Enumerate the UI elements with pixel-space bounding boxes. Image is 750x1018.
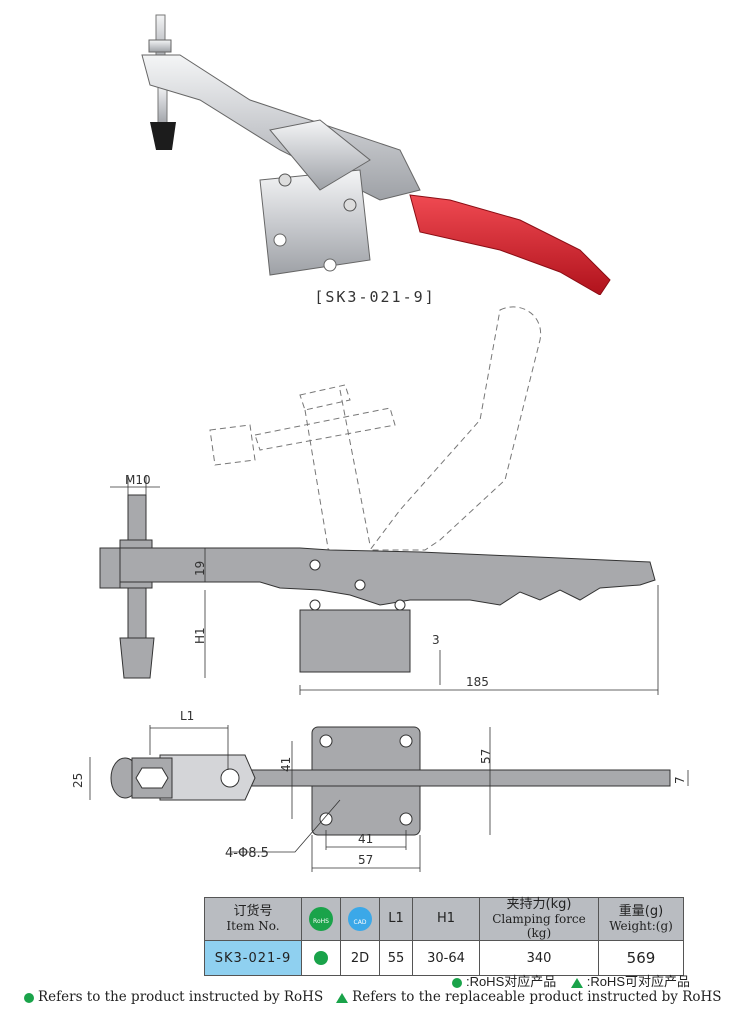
spec-table-header: 订货号 Item No. RoHS CAD L1 H1 夹持力(kg) Clam… xyxy=(204,897,684,941)
legend-en: Refers to the product instructed by RoHS… xyxy=(24,989,722,1005)
cell-l1: 55 xyxy=(379,940,413,976)
top-view-drawing: L1 25 41 57 7 4-Φ8.5 41 57 xyxy=(71,709,689,872)
header-l1: L1 xyxy=(379,897,413,941)
cell-rohs xyxy=(301,940,341,976)
dim-l1: L1 xyxy=(180,709,194,723)
table-row: SK3-021-9 2D 55 30-64 340 569 xyxy=(204,940,684,976)
cell-weight: 569 xyxy=(598,940,684,976)
green-triangle-icon xyxy=(570,977,583,988)
thread-label: M10 xyxy=(125,473,151,487)
product-caption: [SK3-021-9] xyxy=(314,288,436,306)
green-dot-icon xyxy=(451,977,462,988)
side-view-drawing: M10 19 H1 3 185 xyxy=(99,306,659,695)
product-photo xyxy=(141,14,611,295)
cad-file-icon: CAD xyxy=(348,907,372,931)
header-weight: 重量(g) Weight:(g) xyxy=(598,897,684,941)
dim-185: 185 xyxy=(466,675,489,689)
dim-3: 3 xyxy=(432,633,440,647)
green-dot-icon xyxy=(24,992,34,1003)
dim-7: 7 xyxy=(673,776,687,784)
dim-h1: H1 xyxy=(193,627,207,644)
cell-clamping-force: 340 xyxy=(479,940,599,976)
rohs-dot-icon xyxy=(314,951,328,965)
header-clamping-force: 夹持力(kg) Clamping force (kg) xyxy=(479,897,599,941)
legend-cn: :RoHS对应产品 :RoHS可对应产品 xyxy=(451,971,690,990)
header-rohs: RoHS xyxy=(301,897,341,941)
dim-41-vertical: 41 xyxy=(279,757,293,772)
header-item-no: 订货号 Item No. xyxy=(204,897,302,941)
dim-57-horizontal: 57 xyxy=(358,853,373,867)
hole-label: 4-Φ8.5 xyxy=(225,846,269,861)
cell-h1: 30-64 xyxy=(412,940,480,976)
cell-item-no: SK3-021-9 xyxy=(204,940,302,976)
header-h1: H1 xyxy=(412,897,480,941)
dim-57-vertical: 57 xyxy=(479,749,493,764)
spec-table: 订货号 Item No. RoHS CAD L1 H1 夹持力(kg) Clam… xyxy=(204,897,684,976)
dim-41-horizontal: 41 xyxy=(358,832,373,846)
dim-19: 19 xyxy=(193,561,207,576)
dim-25: 25 xyxy=(71,773,85,788)
green-triangle-icon xyxy=(336,992,349,1003)
header-cad: CAD xyxy=(340,897,380,941)
cell-cad: 2D xyxy=(340,940,380,976)
rohs-leaf-icon: RoHS xyxy=(309,907,333,931)
